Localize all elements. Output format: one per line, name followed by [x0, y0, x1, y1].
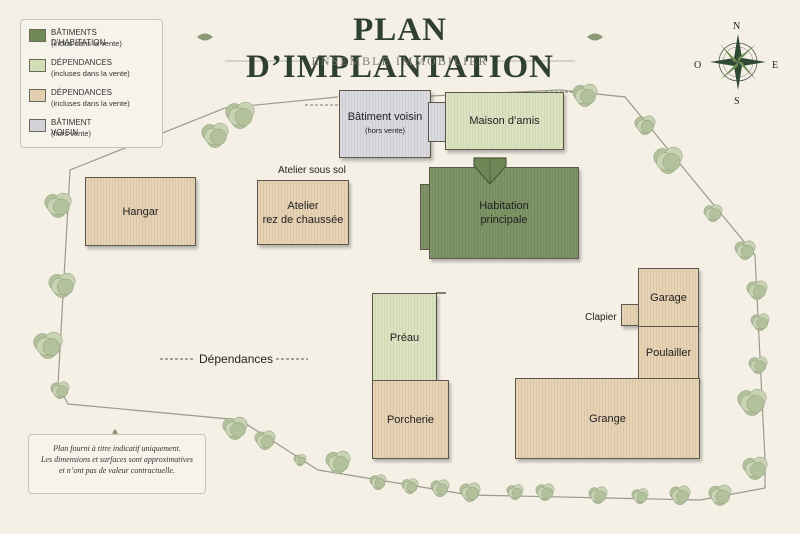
building-label: Porcherie	[386, 413, 435, 426]
tree-icon	[588, 486, 608, 504]
building-preau: Préau	[372, 293, 437, 382]
disclaimer-line: Les dimensions et surfaces sont approxim…	[41, 455, 193, 464]
legend-swatch	[29, 119, 46, 132]
tree-icon	[631, 488, 649, 505]
tree-icon	[293, 454, 307, 467]
legend-sub: (inclus dans la vente)	[51, 39, 122, 48]
label-atelier-sous-sol: Atelier sous sol	[278, 165, 346, 176]
legend-sub: (hors vente)	[51, 129, 92, 138]
tree-icon	[506, 484, 524, 501]
dependances-dashes	[160, 358, 308, 360]
legend: BÂTIMENTS D’HABITATION (inclus dans la v…	[20, 19, 163, 148]
tree-icon	[44, 192, 72, 218]
leaf-icon	[197, 33, 213, 41]
building-label: Maison d’amis	[469, 115, 540, 127]
building-poulailler: Poulailler	[638, 326, 699, 380]
disclaimer-text: Plan fourni à titre indicatif uniquement…	[33, 443, 201, 476]
tree-icon	[708, 484, 732, 506]
tree-icon	[535, 483, 555, 501]
compass-east: E	[772, 60, 779, 71]
building-porcherie: Porcherie	[372, 380, 449, 459]
tree-icon	[750, 313, 770, 331]
page-subtitle: ENSEMBLE IMMOBILIER	[311, 54, 489, 68]
compass-south: S	[734, 96, 740, 107]
tree-icon	[430, 479, 450, 497]
legend-sub: (incluses dans la vente)	[51, 99, 130, 108]
building-label: Poulailler	[645, 347, 692, 359]
disclaimer-line: et n’ont pas de valeur contractuelle.	[59, 466, 175, 475]
tree-icon	[254, 430, 276, 450]
building-atelier: Atelier rez de chaussée	[257, 180, 349, 245]
label-dependances: Dépendances	[199, 352, 274, 366]
tree-icon	[201, 122, 229, 148]
tree-icon	[48, 272, 76, 298]
tree-icon	[653, 146, 683, 174]
disclaimer-note: Plan fourni à titre indicatif uniquement…	[28, 434, 206, 494]
compass-north: N	[733, 21, 741, 32]
tree-icon	[572, 83, 598, 107]
building-label: Hangar	[122, 205, 159, 218]
tree-icon	[222, 416, 248, 440]
tree-icon	[634, 115, 656, 135]
trees-group	[33, 83, 770, 506]
legend-swatch	[29, 29, 46, 42]
tree-icon	[325, 450, 351, 474]
building-label: Grange	[589, 412, 626, 425]
legend-title: DÉPENDANCES	[51, 88, 112, 97]
legend-title: BÂTIMENTS D’HABITATION	[51, 28, 106, 47]
tree-icon	[742, 456, 768, 480]
building-garage: Garage	[638, 268, 699, 328]
tree-icon	[734, 240, 756, 260]
compass-west: O	[694, 60, 702, 71]
disclaimer-line: Plan fourni à titre indicatif uniquement…	[53, 444, 181, 453]
tree-icon	[669, 485, 691, 505]
tree-icon	[748, 356, 768, 374]
building-sublabel: (hors vente)	[364, 126, 406, 135]
label-clapier: Clapier	[585, 312, 617, 323]
legend-sub: (incluses dans la vente)	[51, 69, 130, 78]
tree-icon	[33, 331, 63, 359]
tree-icon	[50, 381, 70, 399]
page-title: PLAN D’IMPLANTATION	[246, 12, 554, 85]
legend-title: BÂTIMENT VOISIN	[51, 118, 92, 137]
building-label: Bâtiment voisin	[347, 111, 423, 123]
tree-icon	[401, 478, 419, 495]
building-label: Préau	[389, 331, 420, 344]
building-habitation-principale: Habitation principale	[429, 167, 579, 259]
legend-swatch	[29, 59, 46, 72]
subtitle-rule	[225, 60, 575, 62]
tree-icon	[369, 474, 387, 491]
tree-icon	[703, 204, 723, 222]
leaf-icon	[587, 33, 603, 41]
tree-icon	[746, 280, 768, 300]
tree-icon	[737, 388, 767, 416]
building-maison-amis: Maison d’amis	[445, 92, 564, 150]
habitation-gable	[473, 157, 507, 185]
building-grange: Grange	[515, 378, 700, 459]
tree-icon	[459, 482, 481, 502]
building-label: Habitation	[479, 200, 529, 212]
legend-swatch	[29, 89, 46, 102]
legend-title: DÉPENDANCES	[51, 58, 112, 67]
building-label: Garage	[650, 292, 687, 304]
compass-rose-icon	[710, 34, 766, 90]
building-label: Atelier	[287, 199, 319, 212]
tree-icon	[225, 101, 255, 129]
building-hangar: Hangar	[85, 177, 196, 246]
building-label: rez de chaussée	[262, 213, 344, 226]
building-batiment-voisin: Bâtiment voisin (hors vente)	[339, 90, 431, 158]
building-label: principale	[480, 214, 528, 226]
